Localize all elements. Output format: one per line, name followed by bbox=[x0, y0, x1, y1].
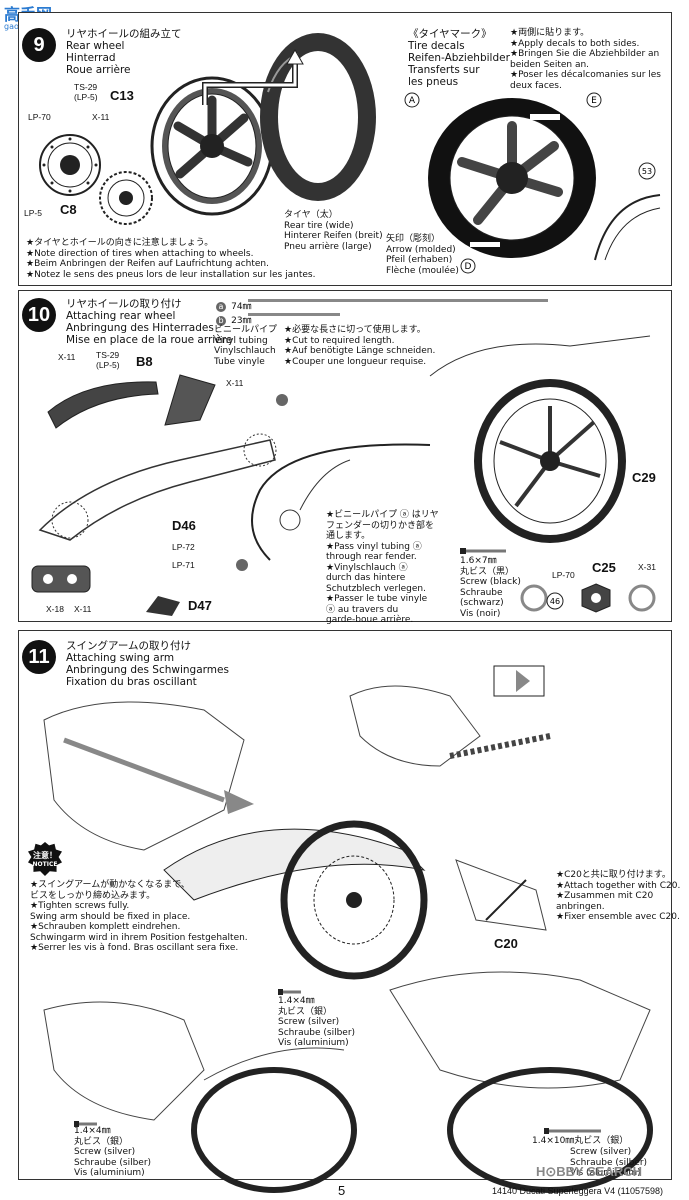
part-x11c-label: X-11 bbox=[74, 604, 92, 614]
screw-black-label: 1.6×7㎜ 丸ビス（黒） Screw (black) Schraube (sc… bbox=[460, 556, 521, 619]
swing-arm-drawing-10 bbox=[38, 433, 277, 541]
part-c29-label: C29 bbox=[632, 470, 656, 485]
tube-a-bar bbox=[248, 299, 548, 302]
tube-b-length: b 23㎜ bbox=[216, 308, 252, 327]
part-ts29-10-label: TS-29 (LP-5) bbox=[96, 350, 120, 370]
step-11-panel bbox=[18, 630, 672, 1180]
bracket-d47-drawing bbox=[146, 596, 180, 616]
decal-tire-drawing bbox=[428, 98, 596, 258]
brake-disc-drawing bbox=[39, 134, 101, 196]
step-11-title: スイングアームの取り付け Attaching swing arm Anbring… bbox=[66, 640, 229, 688]
vinyl-tube-routing-drawing bbox=[236, 394, 431, 571]
part-b8-label: B8 bbox=[136, 354, 153, 369]
part-ts29-label: TS-29 (LP-5) bbox=[74, 82, 98, 102]
assembly-arrow-icon bbox=[202, 48, 304, 105]
screw-silver-right-label: Screw (silver) Schraube (silber) Vis (al… bbox=[570, 1147, 648, 1178]
part-c8-label: C8 bbox=[60, 202, 77, 217]
screw-right-head: 1.4×10㎜丸ビス（銀） bbox=[532, 1136, 629, 1146]
swing-arm-detail-drawing bbox=[349, 665, 551, 767]
part-lp5-label: LP-5 bbox=[24, 208, 42, 218]
part-d47-label: D47 bbox=[188, 598, 212, 613]
vinyl-tubing-label: ビニールパイプ Vinyl tubing Vinylschlauch Tube … bbox=[214, 325, 278, 367]
rear-tire-label: タイヤ（太） Rear tire (wide) Hinterer Reifen … bbox=[284, 210, 383, 252]
svg-text:D: D bbox=[465, 262, 472, 272]
step-10-title: リヤホイールの取り付け Attaching rear wheel Anbring… bbox=[66, 298, 233, 346]
page-number: 5 bbox=[338, 1183, 346, 1198]
svg-text:A: A bbox=[409, 96, 416, 106]
arrow-molded-label: 矢印（彫刻） Arrow (molded) Pfeil (erhaben) Fl… bbox=[386, 234, 459, 276]
axle-nut-drawing bbox=[520, 583, 656, 613]
step-10-number: 10 bbox=[22, 298, 56, 332]
decal-a-marker: A bbox=[404, 92, 420, 108]
tire-decal-title: 《タイヤマーク》 Tire decals Reifen-Abziehbilder… bbox=[408, 28, 510, 88]
swing-arm-lower-right-drawing bbox=[389, 971, 653, 1193]
screw-mid-icon bbox=[278, 989, 301, 995]
brake-caliper-drawing bbox=[31, 565, 91, 593]
svg-text:46: 46 bbox=[550, 597, 560, 606]
step-9-notes: ★タイヤとホイールの向きに注意しましょう。 ★Note direction of… bbox=[26, 238, 316, 280]
sprocket-drawing bbox=[99, 171, 153, 225]
screw-silver-mid-label: 1.4×4㎜ 丸ビス（銀） Screw (silver) Schraube (s… bbox=[278, 996, 356, 1048]
part-lp70-10-label: LP-70 bbox=[552, 570, 575, 580]
chain-guard-drawing bbox=[164, 374, 216, 426]
part-x11b-label: X-11 bbox=[226, 378, 244, 388]
screw-icon bbox=[460, 548, 506, 554]
part-lp72-label: LP-72 bbox=[172, 542, 195, 552]
part-x31-label: X-31 bbox=[638, 562, 656, 572]
part-c20-label: C20 bbox=[494, 936, 518, 951]
part-lp70-label: LP-70 bbox=[28, 112, 51, 122]
tube-a-length: a 74㎜ bbox=[216, 294, 252, 313]
rear-wheel-assembly-drawing bbox=[429, 335, 651, 543]
frame-c20-drawing bbox=[455, 859, 547, 931]
brand-watermark: H⊙BBY SEARCH bbox=[536, 1164, 642, 1179]
step-11-number: 11 bbox=[22, 640, 56, 674]
screw-left-icon bbox=[74, 1121, 97, 1127]
pass-tubing-notes: ★ビニールパイプ ⓐ はリヤ フェンダーの切りかき部を 通します。 ★Pass … bbox=[326, 510, 439, 625]
screw-right-icon bbox=[544, 1128, 601, 1134]
ref-46-marker: 46 bbox=[546, 592, 564, 610]
step-9-number: 9 bbox=[22, 28, 56, 62]
part-c13-label: C13 bbox=[110, 88, 134, 103]
rear-fender-drawing bbox=[47, 381, 159, 429]
part-x18-label: X-18 bbox=[46, 604, 64, 614]
decal-d-marker: D bbox=[460, 258, 476, 274]
footer-model: 14140 Ducati Superleggera V4 (11057598) bbox=[492, 1186, 663, 1196]
decal-e-marker: E bbox=[586, 92, 602, 108]
screw-silver-left-label: 1.4×4㎜ 丸ビス（銀） Screw (silver) Schraube (s… bbox=[74, 1126, 152, 1178]
tire-decal-notes: ★両側に貼ります。 ★Apply decals to both sides. ★… bbox=[510, 28, 661, 91]
cut-notes: ★必要な長さに切って使用します。 ★Cut to required length… bbox=[284, 325, 436, 367]
part-x11a-label: X-11 bbox=[58, 352, 76, 362]
tube-b-bar bbox=[248, 313, 340, 316]
part-c25-label: C25 bbox=[592, 560, 616, 575]
swing-arm-assembly-drawing bbox=[43, 701, 428, 980]
part-lp71-label: LP-71 bbox=[172, 560, 195, 570]
part-d46-label: D46 bbox=[172, 518, 196, 533]
decal-53-marker: 53 bbox=[638, 162, 656, 180]
swing-arm-lower-left-drawing bbox=[43, 1001, 357, 1193]
tire-detail-drawing bbox=[594, 194, 661, 261]
svg-text:E: E bbox=[591, 96, 597, 106]
notice-text: ★スイングアームが動かなくなるまで、 ビスをしっかり締め込みます。 ★Tight… bbox=[30, 880, 248, 953]
c20-notes: ★C20と共に取り付けます。 ★Attach together with C20… bbox=[556, 870, 681, 922]
part-x11-label: X-11 bbox=[92, 112, 110, 122]
step-9-title: リヤホイールの組み立て Rear wheel Hinterrad Roue ar… bbox=[66, 28, 182, 76]
svg-text:53: 53 bbox=[642, 167, 652, 176]
